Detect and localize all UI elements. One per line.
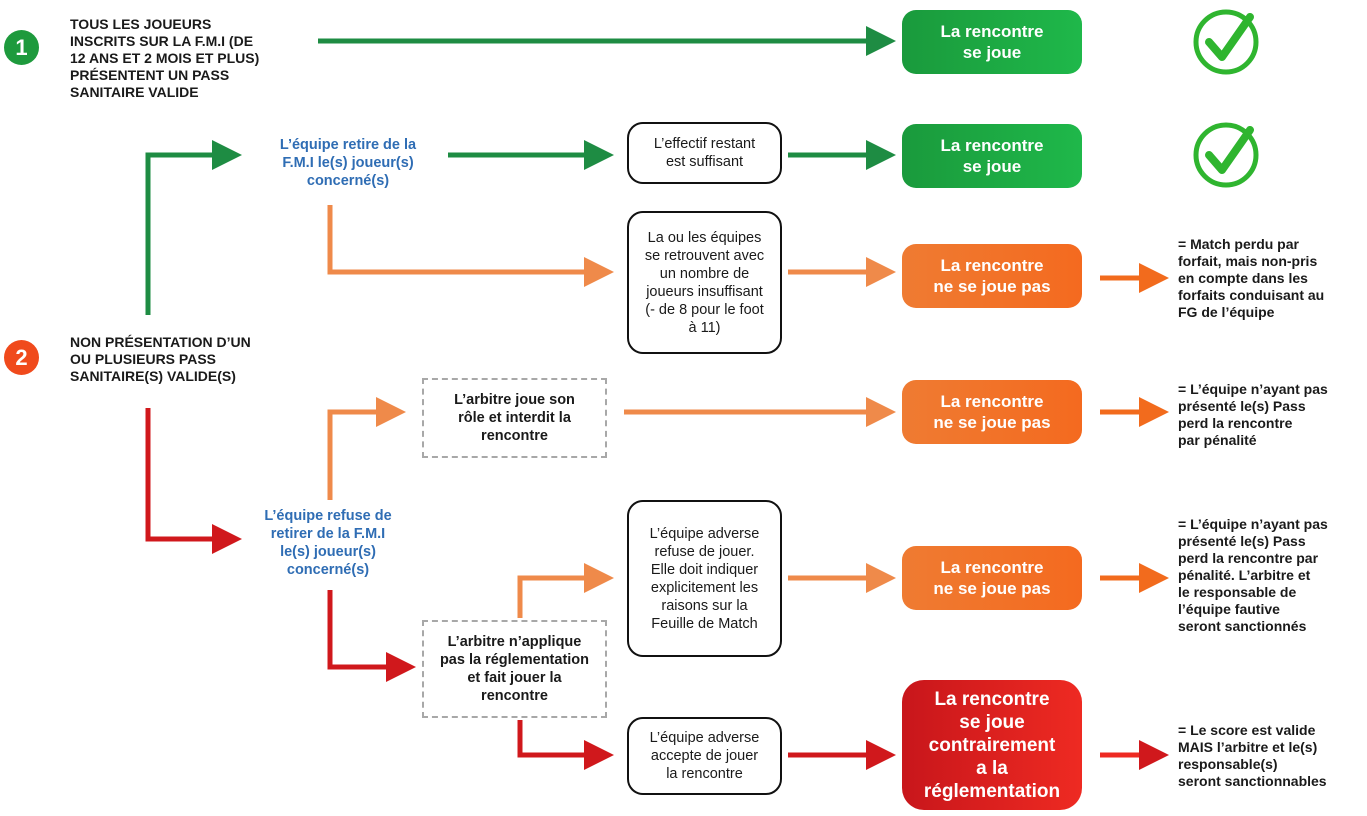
outcome-penalty: = L’équipe n’ayant pas présenté le(s) Pa… — [1178, 381, 1328, 448]
condition-referee-forbids: L’arbitre joue son rôle et interdit la r… — [422, 378, 607, 458]
result-not-played-2: La rencontre ne se joue pas — [902, 380, 1082, 444]
case-1-heading: TOUS LES JOUEURS INSCRITS SUR LA F.M.I (… — [70, 16, 260, 100]
case-2-badge: 2 — [4, 340, 39, 375]
outcome-penalty-sanctions: = L’équipe n’ayant pas présenté le(s) Pa… — [1178, 516, 1328, 634]
arrow-case2-to-team-removes — [145, 140, 242, 315]
result-not-played-3: La rencontre ne se joue pas — [902, 546, 1082, 610]
result-played-2: La rencontre se joue — [902, 124, 1082, 188]
case-2-heading: NON PRÉSENTATION D’UN OU PLUSIEURS PASS … — [70, 334, 251, 384]
condition-opponent-accepts: L’équipe adverse accepte de jouer la ren… — [627, 717, 782, 795]
result-played-1: La rencontre se joue — [902, 10, 1082, 74]
arrow-referee-ignores-to-opponent-refuses — [517, 563, 614, 618]
check-icon — [1193, 9, 1259, 75]
condition-sufficient: L’effectif restant est suffisant — [627, 122, 782, 184]
team-refuses-label: L’équipe refuse de retirer de la F.M.I l… — [264, 508, 392, 578]
arrow-team-refuses-to-referee-forbids — [327, 397, 406, 500]
outcome-forfeit: = Match perdu par forfait, mais non-pris… — [1178, 236, 1325, 320]
team-removes-label: L’équipe retire de la F.M.I le(s) joueur… — [279, 137, 417, 189]
check-icon — [1193, 122, 1259, 188]
condition-opponent-refuses: L’équipe adverse refuse de jouer. Elle d… — [627, 500, 782, 657]
result-played-against-rules: La rencontre se joue contrairement a la … — [902, 680, 1082, 810]
result-not-played-1: La rencontre ne se joue pas — [902, 244, 1082, 308]
arrow-referee-ignores-to-opponent-accepts — [517, 720, 614, 770]
condition-referee-ignores: L’arbitre n’applique pas la réglementati… — [422, 620, 607, 718]
arrow-team-refuses-to-referee-ignores — [327, 590, 416, 682]
arrow-team-removes-to-insufficient — [327, 205, 614, 287]
condition-insufficient: La ou les équipes se retrouvent avec un … — [627, 211, 782, 354]
outcome-score-valid: = Le score est valide MAIS l’arbitre et … — [1178, 722, 1327, 789]
case-1-badge: 1 — [4, 30, 39, 65]
arrow-case2-to-team-refuses — [145, 408, 242, 554]
